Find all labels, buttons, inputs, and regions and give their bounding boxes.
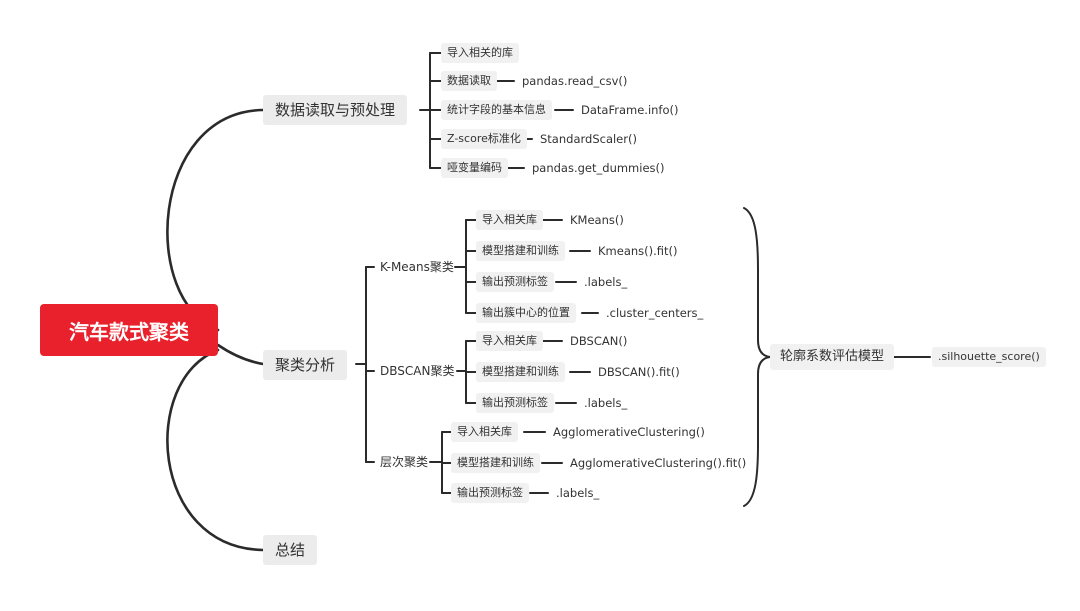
fn-read-csv[interactable]: pandas.read_csv() [522, 74, 628, 88]
fn-silhouette-score[interactable]: .silhouette_score() [932, 347, 1046, 367]
leaf-import-libs[interactable]: 导入相关的库 [441, 43, 519, 63]
fn-get-dummies[interactable]: pandas.get_dummies() [532, 161, 665, 175]
leaf-zscore[interactable]: Z-score标准化 [441, 129, 527, 149]
fn-dbscan[interactable]: DBSCAN() [570, 334, 628, 348]
fn-hier-labels[interactable]: .labels_ [556, 486, 600, 500]
fn-dataframe-info[interactable]: DataFrame.info() [581, 103, 679, 117]
leaf-kmeans-train[interactable]: 模型搭建和训练 [476, 241, 565, 261]
leaf-field-info[interactable]: 统计字段的基本信息 [441, 100, 552, 120]
leaf-kmeans-import[interactable]: 导入相关库 [476, 210, 543, 230]
leaf-dbscan-train[interactable]: 模型搭建和训练 [476, 362, 565, 382]
fn-kmeans-fit[interactable]: Kmeans().fit() [598, 244, 678, 258]
fn-agglomerative[interactable]: AgglomerativeClustering() [553, 425, 705, 439]
leaf-kmeans-labels[interactable]: 输出预测标签 [476, 272, 554, 292]
fn-dbscan-labels[interactable]: .labels_ [584, 396, 628, 410]
sub-hierarchical[interactable]: 层次聚类 [380, 455, 429, 469]
fn-agglomerative-fit[interactable]: AgglomerativeClustering().fit() [570, 456, 747, 470]
branch-summary[interactable]: 总结 [263, 535, 318, 565]
fn-kmeans[interactable]: KMeans() [570, 213, 624, 227]
sub-kmeans[interactable]: K-Means聚类 [380, 260, 454, 274]
leaf-hier-train[interactable]: 模型搭建和训练 [451, 453, 540, 473]
branch-data-preprocessing[interactable]: 数据读取与预处理 [263, 95, 408, 125]
leaf-data-read[interactable]: 数据读取 [441, 71, 497, 91]
root-topic[interactable]: 汽车款式聚类 [40, 304, 218, 356]
leaf-kmeans-centers[interactable]: 输出簇中心的位置 [476, 303, 576, 323]
node-silhouette-evaluation[interactable]: 轮廓系数评估模型 [770, 344, 895, 370]
leaf-dbscan-import[interactable]: 导入相关库 [476, 331, 543, 351]
fn-kmeans-labels[interactable]: .labels_ [584, 275, 628, 289]
leaf-hier-import[interactable]: 导入相关库 [451, 422, 518, 442]
sub-dbscan[interactable]: DBSCAN聚类 [380, 364, 455, 378]
fn-dbscan-fit[interactable]: DBSCAN().fit() [598, 365, 680, 379]
fn-cluster-centers[interactable]: .cluster_centers_ [606, 306, 704, 320]
leaf-dbscan-labels[interactable]: 输出预测标签 [476, 393, 554, 413]
fn-standard-scaler[interactable]: StandardScaler() [540, 132, 637, 146]
branch-cluster-analysis[interactable]: 聚类分析 [263, 350, 348, 380]
leaf-dummy-encoding[interactable]: 哑变量编码 [441, 158, 508, 178]
leaf-hier-labels[interactable]: 输出预测标签 [451, 483, 529, 503]
